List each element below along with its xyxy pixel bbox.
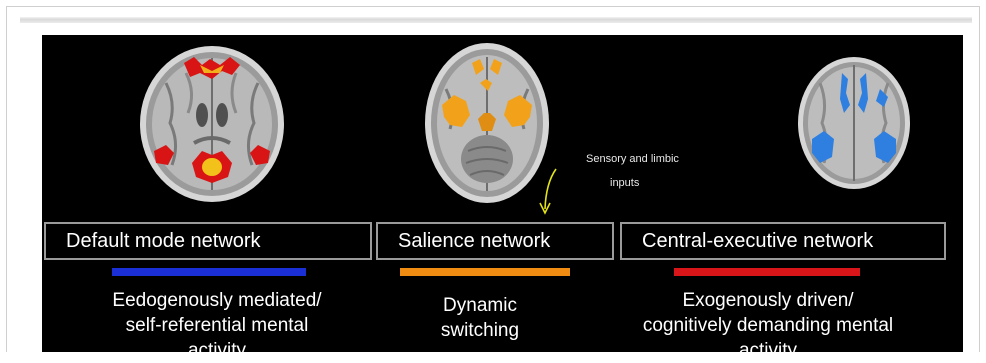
- figure-panel: Sensory and limbic inputs Default mode n…: [42, 35, 963, 361]
- desc-line: self-referential mental: [125, 315, 309, 336]
- network-desc-default-mode: Eedogenously mediated/ self-referential …: [92, 288, 342, 363]
- arrow-icon: [539, 168, 557, 215]
- network-bar-central-executive: [674, 268, 860, 276]
- desc-line: cognitively demanding mental: [642, 315, 894, 336]
- network-box-central-executive: Central-executive network: [620, 222, 946, 260]
- brain-scan-central-executive-icon: [798, 57, 910, 189]
- network-box-default-mode: Default mode network: [44, 222, 372, 260]
- annotation-line-2: inputs: [610, 177, 640, 189]
- desc-line: activity: [187, 340, 247, 361]
- brain-scan-salience-icon: [425, 43, 549, 203]
- desc-line: Exogenously driven/: [682, 290, 854, 311]
- desc-line: Dynamic: [443, 295, 517, 316]
- desc-line: activity: [738, 340, 798, 361]
- network-bar-default-mode: [112, 268, 306, 276]
- desc-line: Eedogenously mediated/: [112, 290, 322, 311]
- network-box-salience: Salience network: [376, 222, 614, 260]
- network-desc-central-executive: Exogenously driven/ cognitively demandin…: [618, 288, 918, 363]
- top-divider: [20, 17, 972, 23]
- annotation-line-1: Sensory and limbic: [586, 153, 679, 165]
- network-bar-salience: [400, 268, 570, 276]
- brain-scan-default-mode-icon: [140, 46, 284, 202]
- desc-line: switching: [440, 320, 520, 341]
- network-desc-salience: Dynamic switching: [405, 293, 555, 343]
